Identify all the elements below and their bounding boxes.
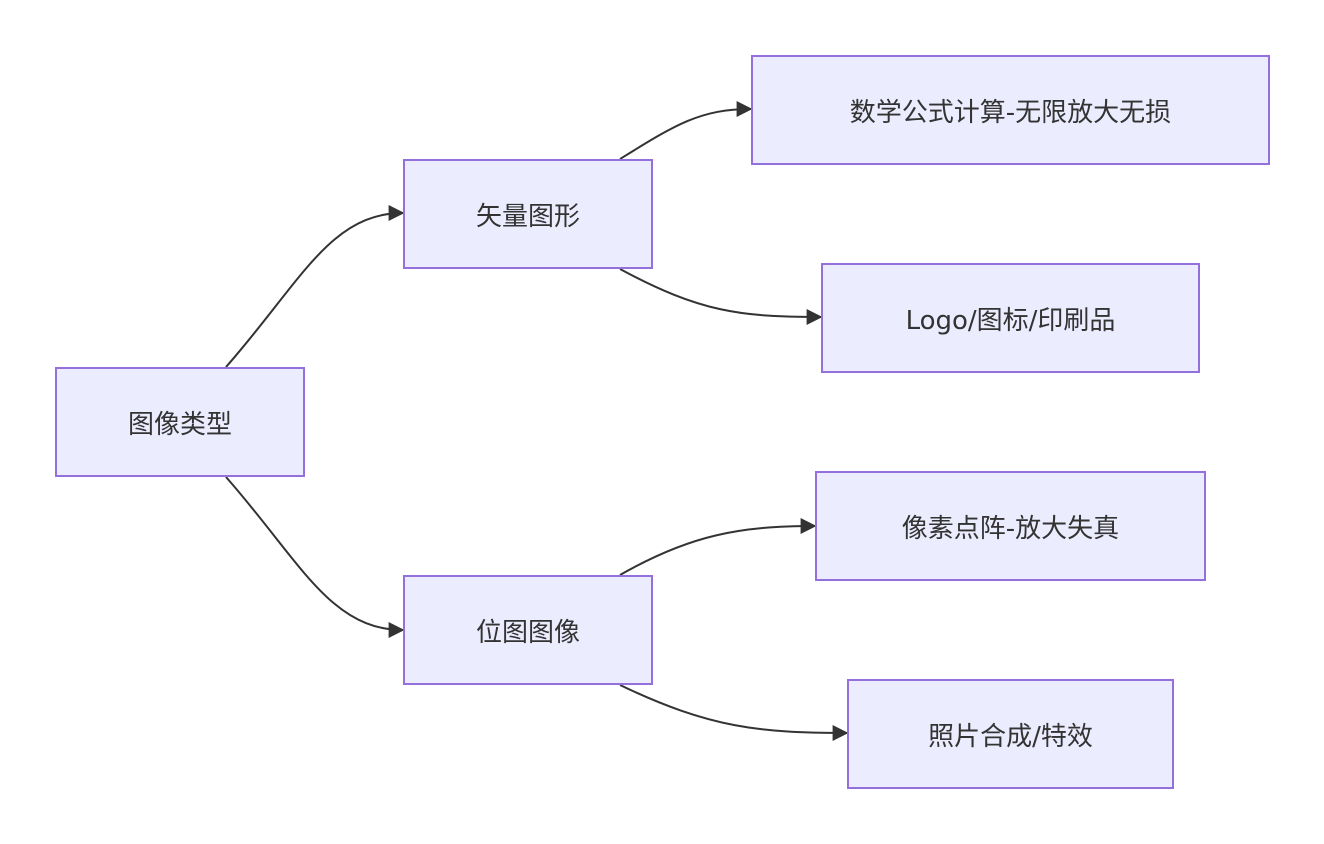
node-vector-graphics: 矢量图形 <box>403 159 653 269</box>
node-image-types: 图像类型 <box>55 367 305 477</box>
edge-bitmap-use <box>619 684 849 741</box>
node-vector-math: 数学公式计算-无限放大无损 <box>751 55 1270 165</box>
node-vector-uses: Logo/图标/印刷品 <box>821 263 1200 373</box>
node-bitmap-images-label: 位图图像 <box>475 617 580 648</box>
node-bitmap-pixels: 像素点阵-放大失真 <box>815 471 1206 581</box>
edge-bitmap-pixel <box>619 518 817 576</box>
edge-root-bitmap <box>225 476 405 638</box>
node-image-types-label: 图像类型 <box>127 409 232 440</box>
node-bitmap-pixels-label: 像素点阵-放大失真 <box>901 513 1120 544</box>
edge-root-vector <box>225 205 405 368</box>
node-bitmap-uses: 照片合成/特效 <box>847 679 1174 789</box>
edge-vector-use <box>619 268 823 325</box>
node-vector-graphics-label: 矢量图形 <box>475 201 580 232</box>
node-bitmap-images: 位图图像 <box>403 575 653 685</box>
edge-vector-math <box>619 101 753 160</box>
node-vector-uses-label: Logo/图标/印刷品 <box>905 305 1116 336</box>
node-vector-math-label: 数学公式计算-无限放大无损 <box>849 97 1172 128</box>
node-bitmap-uses-label: 照片合成/特效 <box>928 721 1093 752</box>
